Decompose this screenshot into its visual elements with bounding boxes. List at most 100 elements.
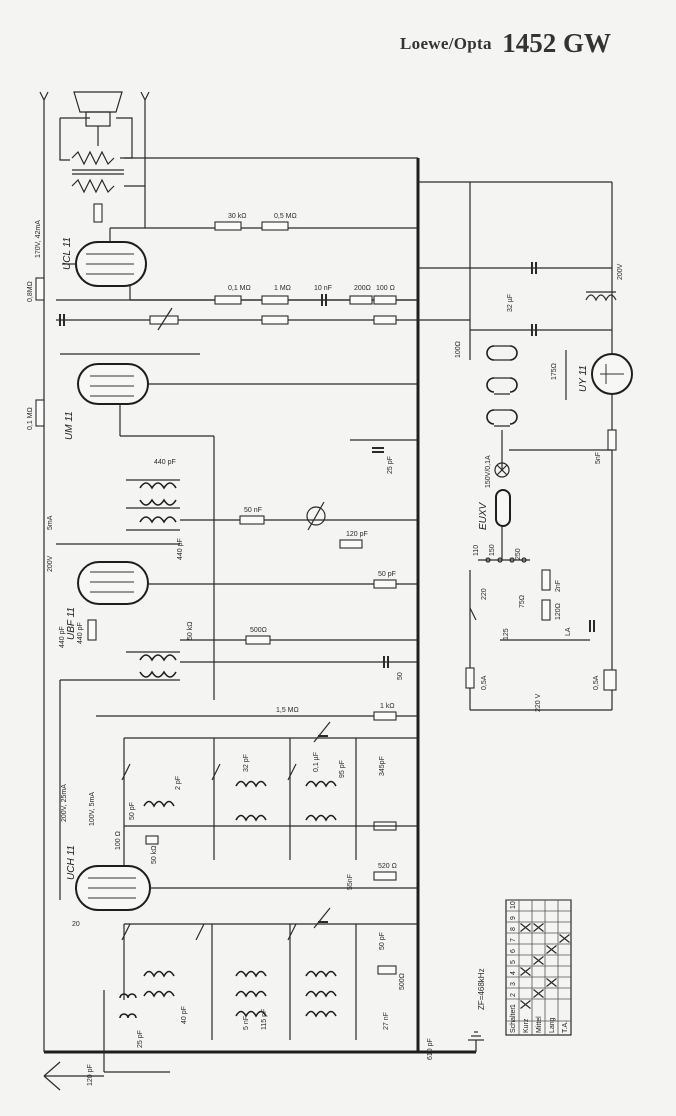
tuning-capacitor-osc[interactable] <box>313 721 331 743</box>
resistor-100b-label: 100 Ω <box>115 831 122 850</box>
tube-euxv-label: EUXV <box>478 501 489 530</box>
switch-table-header-cell: 6 <box>510 949 517 953</box>
resistor-50-label: 75Ω <box>519 595 526 608</box>
if-transformer-1 <box>126 479 180 509</box>
capacitor-50n-label: 50 kΩ <box>187 622 194 640</box>
resistor-120-label: 2nF <box>555 580 562 592</box>
resistor-75 <box>541 599 551 621</box>
capacitor-5uf <box>531 324 537 336</box>
tube-um11-label: UM 11 <box>64 411 75 440</box>
capacitor-610-label: 27 nF <box>383 1012 390 1030</box>
tone-control[interactable] <box>306 501 326 531</box>
mains-switch[interactable] <box>469 607 477 621</box>
ubf-supply-label: 200V <box>47 555 54 572</box>
capacitor-01uf <box>383 656 389 668</box>
if-frequency-label: ZF=468kHz <box>477 968 486 1010</box>
switch-s1[interactable] <box>121 763 131 781</box>
voltage-selector[interactable] <box>478 526 530 563</box>
tuning-capacitor-rf[interactable] <box>313 907 331 929</box>
resistor-100b <box>145 835 159 845</box>
sel-150-label: 150 <box>489 544 496 556</box>
switch-s6[interactable] <box>287 923 297 941</box>
switch-table-header-cell: 5 <box>510 960 517 964</box>
if-transformer-2 <box>126 516 180 531</box>
tube-um11 <box>77 363 149 405</box>
resistor-15m-label: 500Ω <box>250 627 267 634</box>
resistor-08m-label: 0,8MΩ <box>27 281 34 302</box>
speaker-stub-b <box>144 91 150 101</box>
sel-250-label: 250 <box>515 548 522 560</box>
resistor-10k <box>239 515 265 525</box>
capacitor-pair-left <box>59 314 65 326</box>
capacitor-01uf-label: 50 <box>397 672 404 680</box>
resistor-75-label: 120Ω <box>555 603 562 620</box>
resistor-500-label: 440 pF <box>77 622 84 644</box>
resistor-100-label: 100 Ω <box>376 285 395 292</box>
pilot-lamp-icon <box>494 462 510 478</box>
resistor-05m <box>261 221 289 231</box>
switch-s5[interactable] <box>195 923 205 941</box>
tube-euxv <box>495 489 511 527</box>
tube-uch11-label: UCH 11 <box>66 845 77 880</box>
switch-table-cross <box>546 978 557 987</box>
capacitor-95-label: 32 pF <box>243 754 250 772</box>
capacitor-25-label: 25 pF <box>387 456 394 474</box>
capacitor-50-label: 440 pF <box>59 626 66 648</box>
volume-pot[interactable] <box>149 307 179 331</box>
lamp-rating-label: 150V/0,1A <box>485 455 492 488</box>
schematic-title: Loewe/Opta 1452 GW <box>400 28 611 59</box>
resistor-2m <box>373 579 397 589</box>
capacitor-32pf-label: 2 pF <box>175 776 182 790</box>
resistor-15m-rf-label: 500Ω <box>399 973 406 990</box>
capacitor-27n-label: 610 pF <box>427 1038 434 1060</box>
resistor-1m <box>261 295 289 305</box>
resistor-15m <box>245 635 271 645</box>
switch-table-header-cell: Schalter <box>510 1007 517 1033</box>
if-transformer-3 <box>126 651 180 681</box>
switch-table-row-label: Mittel <box>536 1016 543 1033</box>
resistor-520 <box>373 871 397 881</box>
ubf11-electrodes <box>90 571 134 593</box>
resistor-500 <box>87 619 97 641</box>
switch-table-header-cell: 7 <box>510 938 517 942</box>
resistor-15m-rf <box>377 965 397 975</box>
switch-s2[interactable] <box>211 763 221 781</box>
resistor-uy-label: 5nF <box>595 452 602 464</box>
resistor-30k <box>214 221 242 231</box>
switch-table-row-label: Lang <box>549 1017 556 1033</box>
resistor-520-label: 520 Ω <box>378 863 397 870</box>
antenna-coil <box>119 993 137 1019</box>
sel-125-label: 125 <box>503 628 510 640</box>
switch-table-header-cell: 3 <box>510 982 517 986</box>
uch-osc-label: 100V, 5mA <box>89 792 96 826</box>
switch-table-cross <box>533 989 544 998</box>
fuse-2 <box>603 669 617 691</box>
resistor-1m-b <box>261 315 289 325</box>
r-ucl-tone <box>93 203 103 223</box>
capacitor-32uf-label: 32 µF <box>507 294 514 312</box>
tube-ubf11 <box>77 561 149 605</box>
resistor-01m-label: 0,1 MΩ <box>228 285 251 292</box>
capacitor-345-label: 95 pF <box>339 760 346 778</box>
capacitor-25pf-label: 25 pF <box>137 1030 144 1048</box>
uy11-electrodes <box>600 364 624 384</box>
resistor-um-label: 0,1 MΩ <box>27 407 34 430</box>
capacitor-120-label: 5 nF <box>243 1016 250 1030</box>
resistor-50k-label: 440 pF <box>177 538 184 560</box>
switch-s3[interactable] <box>287 763 297 781</box>
capacitor-55n-label: 55nF <box>347 874 354 890</box>
switch-table-cross <box>520 1000 531 1009</box>
switch-table-cross <box>559 934 570 943</box>
resistor-200-label: 200Ω <box>354 285 371 292</box>
switch-s4[interactable] <box>121 923 131 941</box>
resistor-100-b <box>373 315 397 325</box>
resistor-10k-label: 50 nF <box>244 507 262 514</box>
output-transformer-icon <box>71 150 124 194</box>
um11-electrodes <box>90 375 134 397</box>
capacitor-5n-label: 120 pF <box>87 1064 94 1086</box>
switch-table-header-cell: 10 <box>510 901 517 909</box>
uch-supply-label: 200V, 25mA <box>61 784 68 822</box>
capacitor-2nf-label: 1,5 MΩ <box>276 707 299 714</box>
